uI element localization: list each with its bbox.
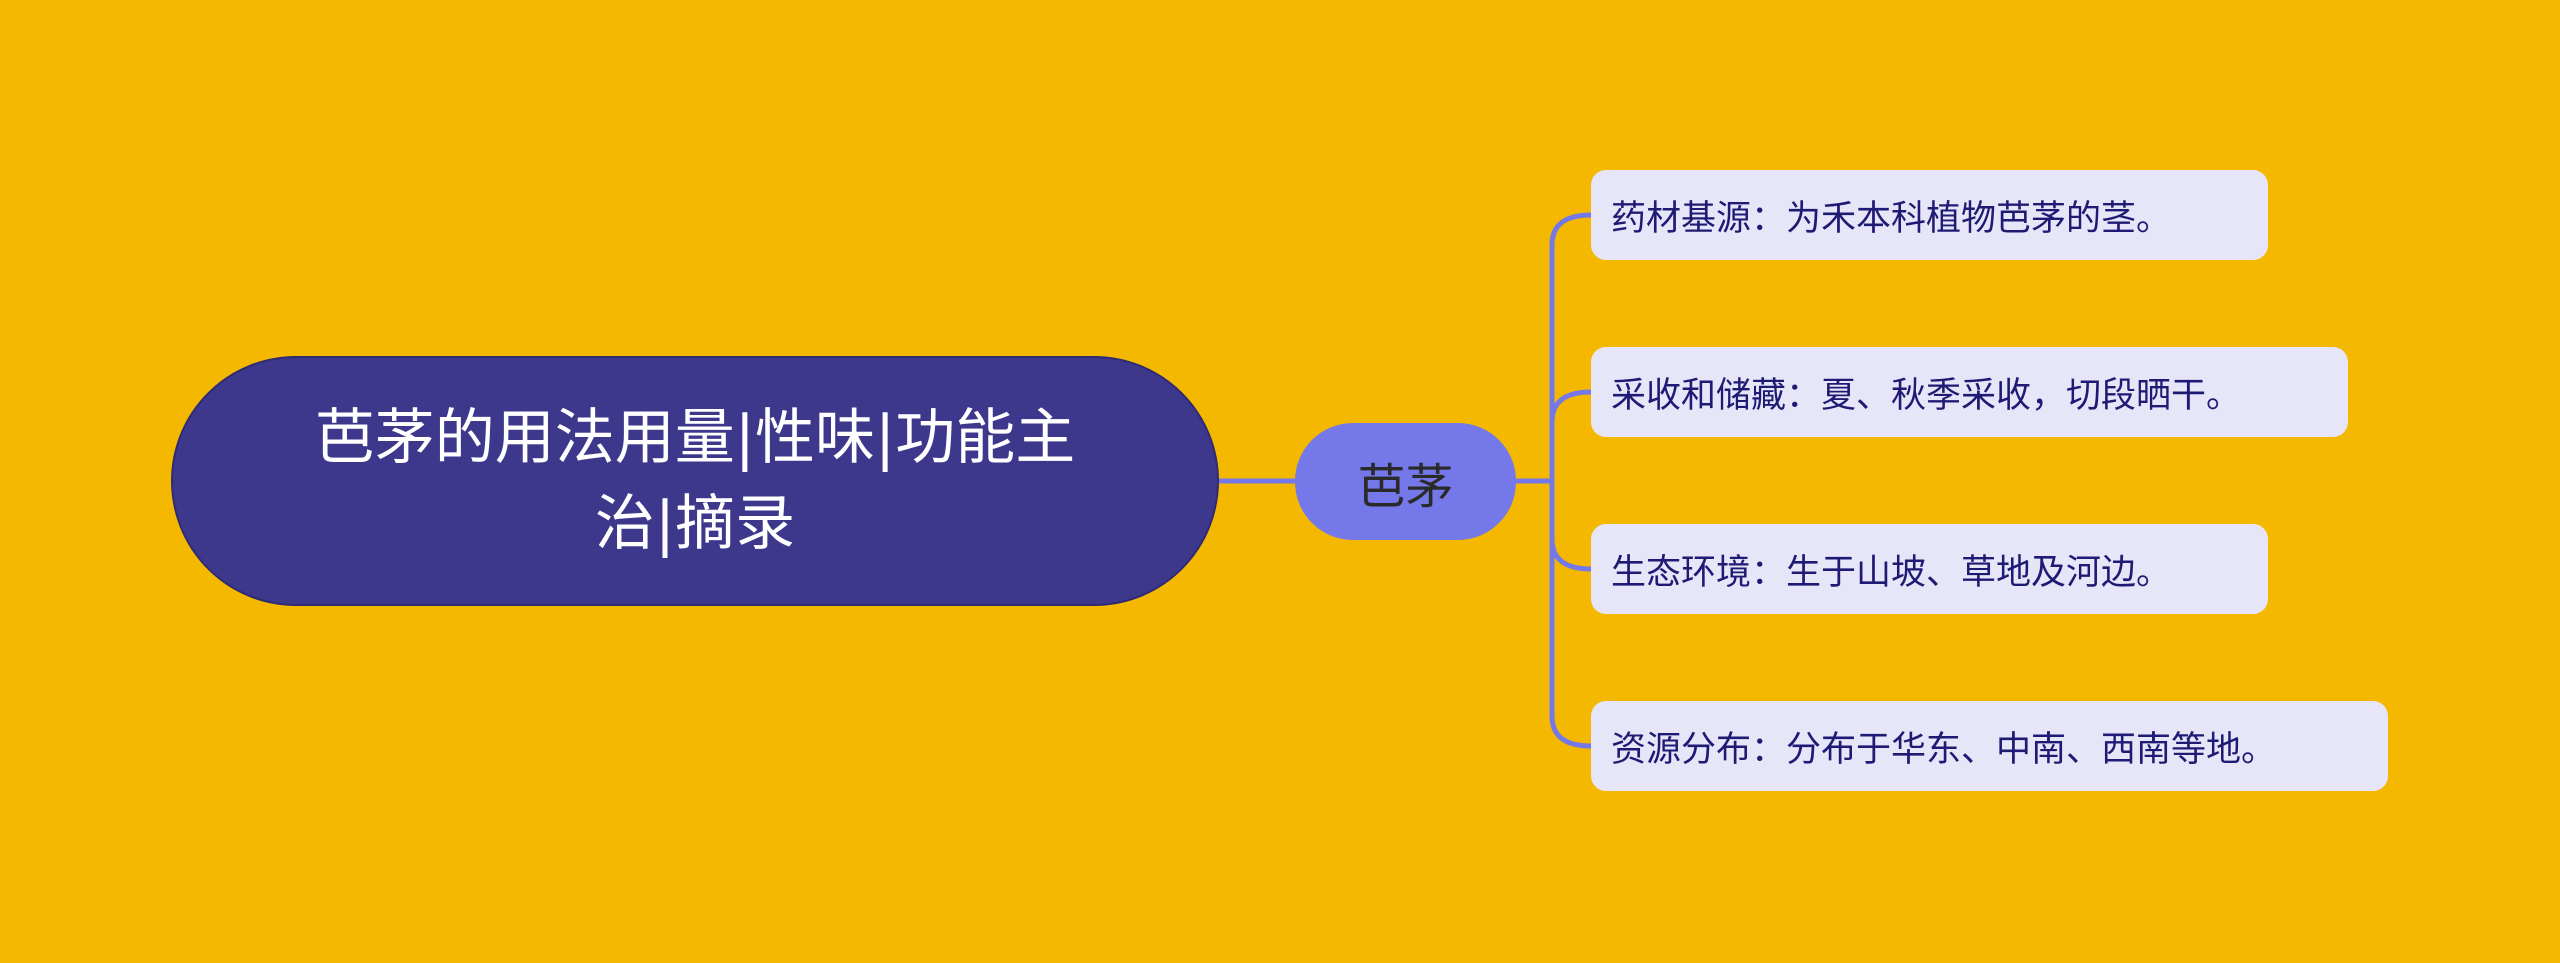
connector-to-leaf-1 bbox=[1549, 389, 1592, 481]
subtopic-habitat[interactable]: 生态环境：生于山坡、草地及河边。 bbox=[1591, 524, 2268, 614]
connector-to-leaf-3 bbox=[1549, 481, 1592, 749]
subtopic-label: 药材基源：为禾本科植物芭茅的茎。 bbox=[1611, 198, 2172, 239]
main-branch-topic[interactable]: 芭茅 bbox=[1295, 423, 1516, 540]
subtopic-label: 采收和储藏：夏、秋季采收，切段晒干。 bbox=[1611, 375, 2242, 416]
subtopic-harvest-storage[interactable]: 采收和储藏：夏、秋季采收，切段晒干。 bbox=[1591, 347, 2348, 437]
root-topic-label: 芭茅的用法用量|性味|功能主治|摘录 bbox=[314, 403, 1076, 559]
subtopic-source[interactable]: 药材基源：为禾本科植物芭茅的茎。 bbox=[1591, 170, 2268, 260]
subtopic-distribution[interactable]: 资源分布：分布于华东、中南、西南等地。 bbox=[1591, 701, 2388, 791]
main-branch-label: 芭茅 bbox=[1357, 458, 1454, 515]
subtopic-label: 生态环境：生于山坡、草地及河边。 bbox=[1611, 552, 2172, 593]
connector-to-leaf-0 bbox=[1549, 212, 1592, 481]
root-topic[interactable]: 芭茅的用法用量|性味|功能主治|摘录 bbox=[171, 356, 1219, 606]
connector-to-leaf-2 bbox=[1549, 481, 1592, 572]
subtopic-label: 资源分布：分布于华东、中南、西南等地。 bbox=[1611, 729, 2277, 770]
